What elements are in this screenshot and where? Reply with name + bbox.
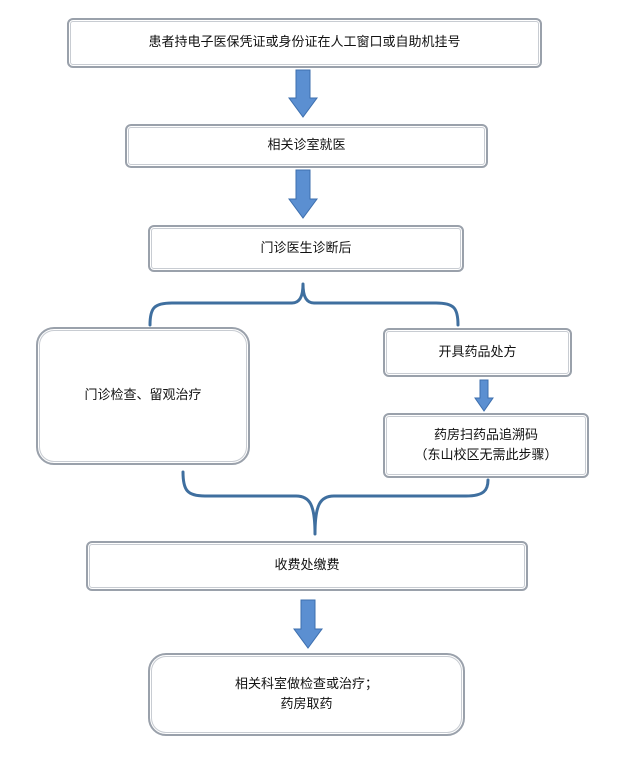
node-doctor-diagnosis-label: 门诊医生诊断后 xyxy=(260,240,352,256)
arrow-registration-to-consultation xyxy=(288,69,318,118)
node-treatment-pickup: 相关科室做检查或治疗； 药房取药 xyxy=(148,653,465,736)
node-doctor-diagnosis: 门诊医生诊断后 xyxy=(148,225,464,272)
node-pharmacy-scan: 药房扫药品追溯码 （东山校区无需此步骤） xyxy=(383,413,589,478)
arrow-prescription-to-pharmacy-scan xyxy=(474,379,494,412)
arrow-payment-to-treatment xyxy=(293,599,323,649)
node-outpatient-exam: 门诊检查、留观治疗 xyxy=(36,327,250,465)
node-payment: 收费处缴费 xyxy=(86,541,528,591)
arrow-consultation-to-diagnosis xyxy=(288,169,318,219)
node-registration-label: 患者持电子医保凭证或身份证在人工窗口或自助机挂号 xyxy=(148,35,461,50)
node-department-consultation: 相关诊室就医 xyxy=(125,124,488,168)
node-registration: 患者持电子医保凭证或身份证在人工窗口或自助机挂号 xyxy=(67,18,542,68)
node-prescription: 开具药品处方 xyxy=(383,328,572,377)
node-pharmacy-scan-label: 药房扫药品追溯码 （东山校区无需此步骤） xyxy=(414,427,558,463)
brace-diagnosis-split xyxy=(148,282,460,327)
node-department-consultation-label: 相关诊室就医 xyxy=(267,138,346,153)
node-treatment-pickup-label: 相关科室做检查或治疗； 药房取药 xyxy=(234,676,378,712)
node-payment-label: 收费处缴费 xyxy=(274,558,340,573)
brace-merge-to-payment xyxy=(181,470,490,536)
node-outpatient-exam-label: 门诊检查、留观治疗 xyxy=(84,388,202,403)
node-prescription-label: 开具药品处方 xyxy=(438,344,517,360)
